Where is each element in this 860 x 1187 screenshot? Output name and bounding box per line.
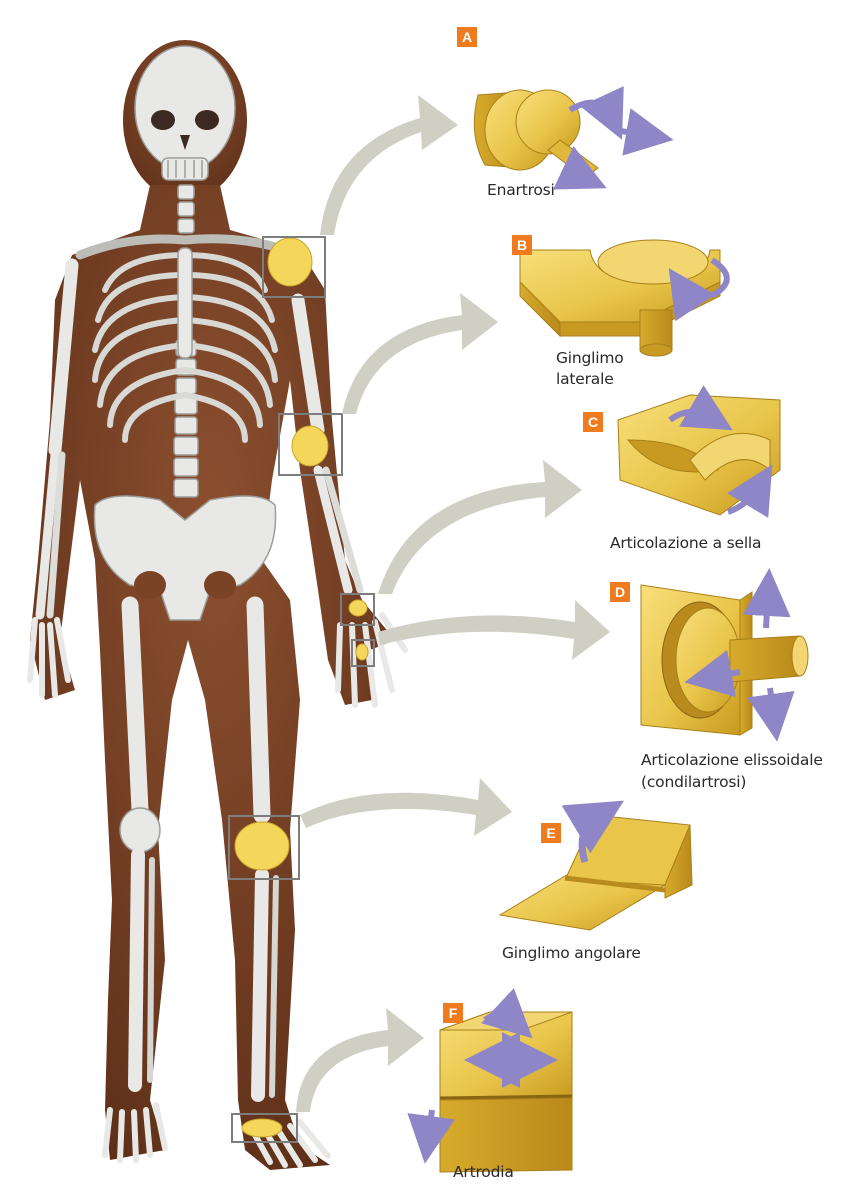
tibia-right [258, 875, 262, 1095]
badge-b: B [512, 235, 532, 255]
fibula-right [272, 878, 276, 1095]
model-ginglimo-laterale [520, 240, 727, 356]
badge-a: A [457, 27, 477, 47]
caption-enartrosi: Enartrosi [487, 180, 555, 200]
caption-articolazione-elissoidale: Articolazione elissoidale [641, 750, 823, 770]
femur-right [255, 605, 262, 815]
caption-ginglimo-angolare: Ginglimo angolare [502, 943, 641, 963]
knee-bone-highlight [235, 822, 289, 870]
eye-socket-left [151, 110, 175, 130]
femur-left [130, 605, 140, 810]
badge-c: C [583, 412, 603, 432]
badge-d: D [610, 582, 630, 602]
finger-bone-highlight [356, 644, 368, 660]
connector-arrow-f [296, 1008, 424, 1112]
model-articolazione-sella [618, 395, 780, 515]
tibia-left [135, 855, 138, 1085]
model-artrodia [428, 1012, 572, 1172]
fibula-left [150, 860, 152, 1080]
caption-ginglimo-laterale: Ginglimo [556, 348, 624, 368]
model-ginglimo-angolare [500, 815, 692, 930]
skull [135, 46, 235, 170]
caption-ginglimo-laterale-detail: laterale [556, 369, 614, 389]
obturator-left [134, 571, 166, 599]
model-articolazione-elissoidale [641, 585, 808, 735]
eye-socket-right [195, 110, 219, 130]
model-enartrosi [474, 90, 650, 178]
badge-e: E [541, 823, 561, 843]
caption-artrodia: Artrodia [453, 1162, 514, 1182]
connector-arrow-e [300, 778, 512, 836]
shoulder-bone-highlight [268, 238, 312, 286]
wrist-bone-highlight [349, 600, 367, 616]
ankle-bone-highlight [242, 1119, 282, 1137]
obturator-right [204, 571, 236, 599]
patella-left [120, 808, 160, 852]
connector-arrow-c [378, 460, 582, 594]
sternum [178, 248, 192, 358]
connector-arrow-a [320, 95, 458, 235]
badge-f: F [443, 1003, 463, 1023]
elbow-bone-highlight [292, 426, 328, 466]
caption-condilartrosi: (condilartrosi) [641, 772, 746, 792]
connector-arrow-d [378, 600, 610, 660]
connector-arrow-b [342, 293, 498, 414]
caption-articolazione-sella: Articolazione a sella [610, 533, 761, 553]
